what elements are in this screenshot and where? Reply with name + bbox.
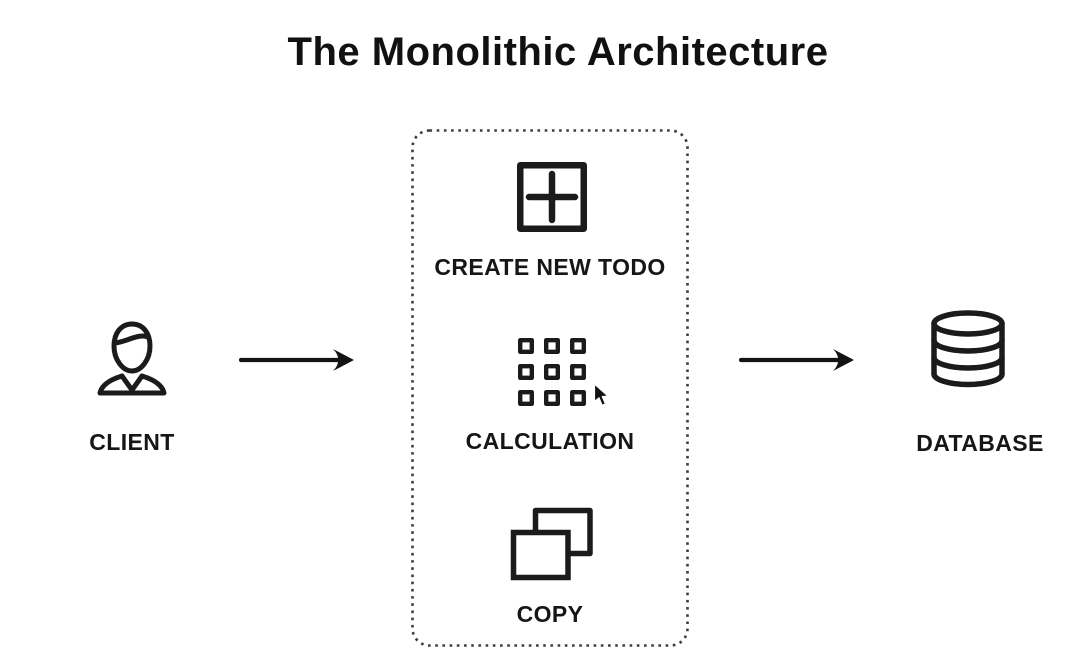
- module-copy-label: COPY: [516, 601, 584, 627]
- database-icon: [931, 310, 1005, 388]
- mouse-cursor-icon: [593, 383, 609, 406]
- person-icon: [97, 321, 167, 396]
- grid-icon: [518, 338, 587, 407]
- module-calculation-label: CALCULATION: [465, 428, 635, 454]
- module-create-new-todo-label: CREATE NEW TODO: [434, 254, 666, 280]
- client-label: CLIENT: [89, 429, 175, 455]
- database-label: DATABASE: [916, 430, 1044, 456]
- arrow-client-to-monolith-icon: [238, 349, 354, 371]
- page-title: The Monolithic Architecture: [287, 30, 829, 74]
- copy-icon: [510, 507, 593, 581]
- monolith-boundary-box: [411, 129, 689, 647]
- arrow-monolith-to-database-icon: [738, 349, 854, 371]
- plus-square-icon: [517, 162, 587, 232]
